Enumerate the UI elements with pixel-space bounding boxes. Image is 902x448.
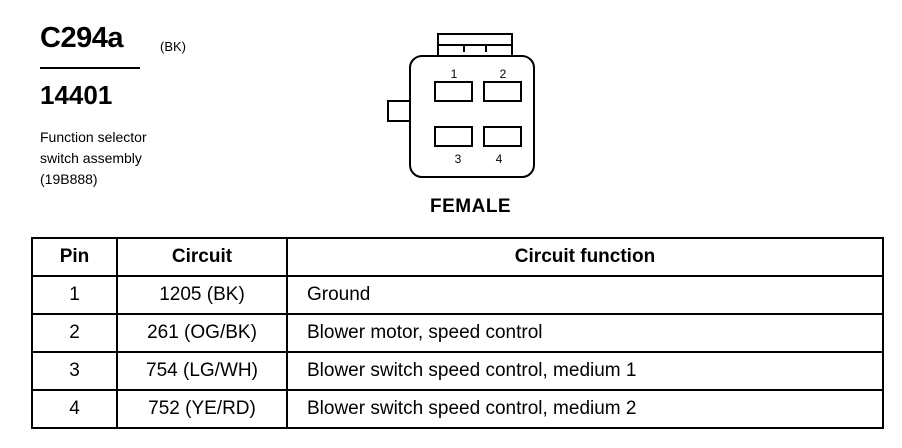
title-underline [40,67,140,69]
connector-side-tab [387,100,411,122]
column-header-pin: Pin [31,237,118,277]
pin-label-3: 3 [455,152,462,166]
description-line-2: switch assembly [40,150,142,166]
connector-face-diagram: 1 2 3 4 [387,33,535,178]
circuit-cell: 1205 (BK) [116,275,288,315]
circuit-cell: 752 (YE/RD) [116,389,288,429]
pin-cavity-3 [434,126,473,147]
connector-color-code: (BK) [160,39,186,54]
table-row: 3 754 (LG/WH) Blower switch speed contro… [31,351,884,391]
circuit-cell: 261 (OG/BK) [116,313,288,353]
table-row: 1 1205 (BK) Ground [31,275,884,315]
connector-id: C294a [40,22,123,54]
table-row: 4 752 (YE/RD) Blower switch speed contro… [31,389,884,429]
pin-cell: 3 [31,351,118,391]
pin-label-4: 4 [496,152,503,166]
column-header-circuit-function: Circuit function [286,237,884,277]
pinout-table: Pin Circuit Circuit function 1 1205 (BK)… [31,237,884,429]
description-line-1: Function selector [40,129,147,145]
function-cell: Blower switch speed control, medium 2 [286,389,884,429]
pin-cavity-4 [483,126,522,147]
function-cell: Blower motor, speed control [286,313,884,353]
function-cell: Ground [286,275,884,315]
table-row: 2 261 (OG/BK) Blower motor, speed contro… [31,313,884,353]
part-number: 14401 [40,80,113,110]
pin-cell: 4 [31,389,118,429]
pin-cavity-2 [483,81,522,102]
pin-label-2: 2 [500,67,507,81]
pin-cell: 2 [31,313,118,353]
pin-label-1: 1 [451,67,458,81]
connector-body [409,55,535,178]
circuit-cell: 754 (LG/WH) [116,351,288,391]
function-cell: Blower switch speed control, medium 1 [286,351,884,391]
pin-cell: 1 [31,275,118,315]
column-header-circuit: Circuit [116,237,288,277]
description-line-3: (19B888) [40,171,98,187]
connector-gender-label: FEMALE [430,196,512,217]
pin-cavity-1 [434,81,473,102]
table-header-row: Pin Circuit Circuit function [31,237,884,277]
